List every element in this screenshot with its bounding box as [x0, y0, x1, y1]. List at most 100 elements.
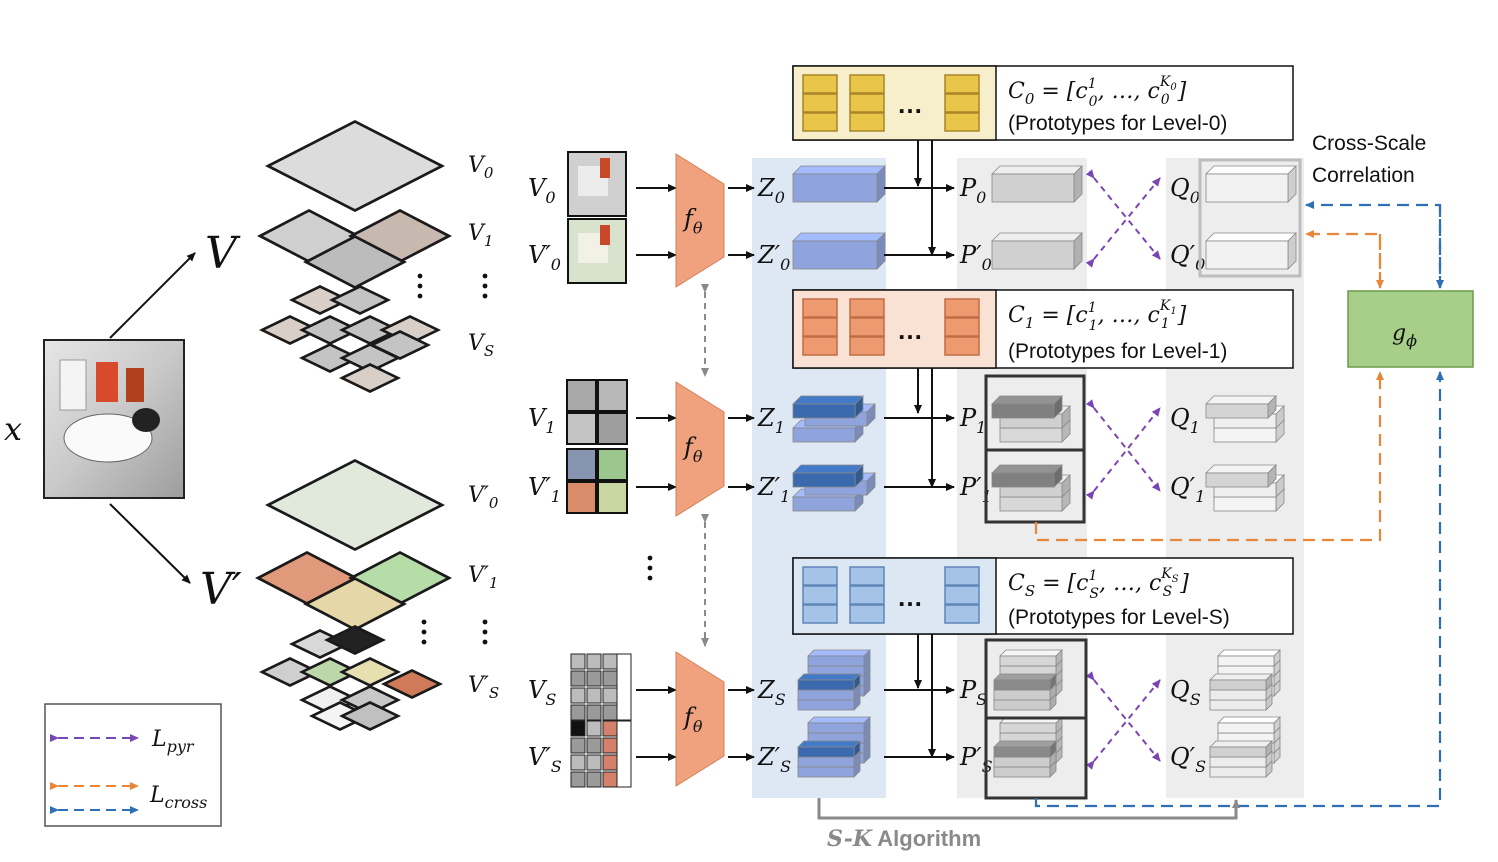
pyramid-Vp-label: V′: [200, 564, 242, 615]
q-block: [1209, 673, 1273, 691]
svg-text:V′0: V′0: [468, 483, 499, 512]
level-sub: 1: [484, 232, 494, 250]
encoder: fθ: [675, 153, 725, 288]
pyramid-tile: [299, 315, 361, 345]
pyramid-tile: [339, 685, 401, 715]
pyramid-tile: [303, 235, 407, 289]
prototype-cell-stack: [849, 566, 885, 624]
q-block: [1205, 232, 1297, 270]
svg-text:V1: V1: [468, 221, 493, 250]
prototype-ellipsis: …: [897, 315, 923, 345]
pyramid-tile: [339, 701, 401, 731]
legend-pyr-label: Lpyr: [151, 727, 195, 756]
pyramid-Vp: [255, 459, 452, 731]
pyramid-Vp-levels: V′0 V′1 V′S: [468, 483, 499, 702]
pyramid-tile: [324, 625, 386, 655]
pyramid-tile: [259, 657, 321, 687]
view-thumbnail: [566, 379, 628, 445]
svg-text:V′S: V′S: [468, 673, 499, 702]
feature-block: [792, 395, 864, 419]
prototype-cell-stack: [849, 298, 885, 356]
p-block: [993, 673, 1057, 691]
pyramid-tile: [381, 669, 443, 699]
level-label: V: [468, 153, 486, 178]
pyr-loss-arrow: [1085, 407, 1161, 500]
p-label: PS: [959, 676, 987, 709]
prototype-ellipsis: …: [897, 89, 923, 119]
prototype-cell-stack: [802, 298, 838, 356]
pyramid-V-label: V: [205, 228, 241, 279]
prototype-caption: (Prototypes for Level-S): [1008, 606, 1230, 629]
prototype-cell-stack: [944, 74, 980, 132]
prototype-caption: (Prototypes for Level-1): [1008, 340, 1227, 363]
cross-scale-line2: Correlation: [1312, 164, 1415, 187]
feature-block: [797, 673, 861, 691]
q-block: [1205, 464, 1277, 488]
view-label: VS: [528, 676, 556, 709]
prototype-ellipsis: …: [897, 582, 923, 612]
view-thumbnail: [566, 448, 628, 514]
cross-loss-orange-paths: [1034, 230, 1384, 542]
pyramid-tile: [259, 315, 321, 345]
feature-block: [807, 716, 871, 734]
level-sub: 0: [484, 164, 494, 182]
view-thumbnail: [570, 720, 632, 788]
pyramid-tile: [369, 330, 431, 360]
pyramid-tile: [329, 285, 391, 315]
q0-group-border: [1198, 158, 1302, 278]
q-label: Q′1: [1170, 473, 1205, 506]
prototype-cell-stack: [944, 566, 980, 624]
feature-label: Z′1: [757, 473, 790, 506]
q-block: [1205, 395, 1277, 419]
feature-label: Z1: [757, 404, 785, 437]
level-label: V′: [468, 673, 489, 698]
pyramid-tile: [339, 363, 401, 393]
view-label: V′1: [528, 473, 561, 506]
pyramid-tile: [289, 285, 351, 315]
view-label: V1: [528, 404, 556, 437]
p-label: P′0: [959, 241, 992, 274]
level-sub: 1: [489, 574, 499, 592]
sk-algorithm-label: S-K Algorithm: [827, 826, 981, 852]
svg-text:V0: V0: [468, 153, 494, 182]
svg-text:VS: VS: [468, 331, 494, 360]
pyramid-V: [257, 120, 452, 393]
p-label: P1: [959, 404, 986, 437]
level-label: V: [468, 331, 486, 356]
cross-scale-line1: Cross-Scale: [1312, 132, 1426, 155]
svg-text:V′1: V′1: [468, 563, 498, 592]
p-block: [999, 649, 1063, 667]
feature-label: Z′S: [757, 743, 791, 776]
feature-block: [792, 464, 864, 488]
encoder: fθ: [675, 651, 725, 787]
view-label: V0: [528, 174, 556, 207]
pyramid-V-levels: V0 V1 VS: [468, 153, 494, 360]
prototype-cell-stack: [944, 298, 980, 356]
level-label: V′: [468, 563, 489, 588]
pyramid-tile: [265, 459, 445, 551]
view-thumbnail: [567, 151, 627, 217]
prototype-cell-stack: [849, 74, 885, 132]
q-label: Q1: [1170, 404, 1200, 437]
q-label: QS: [1170, 676, 1201, 709]
legend-cross-label: Lcross: [149, 783, 207, 812]
q-block: [1205, 165, 1297, 203]
feature-label: Z0: [757, 174, 785, 207]
p-block: [993, 740, 1057, 758]
level-sub: S: [484, 342, 494, 360]
view-label: V′S: [528, 743, 562, 776]
feature-label: Z′0: [757, 241, 790, 274]
level-sub: S: [489, 684, 499, 702]
legend-box: [44, 703, 222, 827]
arrow-x-to-V: [109, 252, 196, 339]
